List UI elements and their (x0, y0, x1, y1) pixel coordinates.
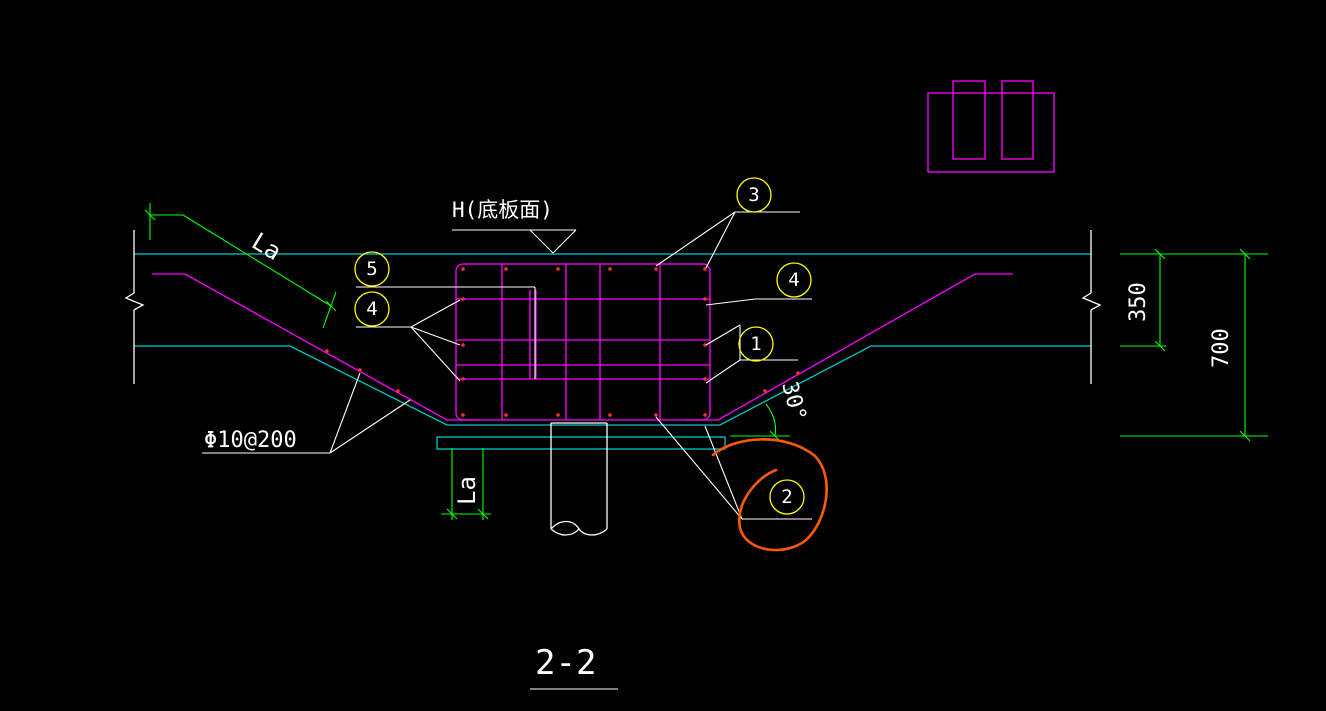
highlight-circle-mark (711, 438, 828, 552)
tag-number-4-left: 4 (366, 298, 377, 320)
pile (550, 422, 608, 536)
rebar-dots (325, 267, 800, 417)
break-lines (124, 230, 1102, 384)
tag-circle-4-left (354, 291, 390, 327)
tag-circles (354, 177, 812, 515)
section-title: 2-2 (535, 643, 596, 683)
anchorage-label-top: La (247, 227, 286, 266)
tag-number-2: 2 (781, 486, 792, 508)
slope-angle-label: 30° (776, 379, 810, 424)
rebar-detail-sketch (927, 80, 1055, 173)
tag-number-4-right: 4 (788, 269, 799, 291)
tag-circle-1 (738, 326, 774, 362)
rebar-spec-label: Φ10@200 (204, 428, 297, 453)
dimension-700-label: 700 (1209, 328, 1234, 368)
dimension-lines (144, 203, 1268, 520)
tag-circle-2 (769, 479, 805, 515)
tag-circle-4-right (776, 262, 812, 298)
anchorage-label-bottom: La (453, 476, 481, 505)
tag-circle-3 (736, 177, 772, 213)
concrete-outline (134, 253, 1091, 450)
tag-number-5: 5 (366, 258, 377, 280)
tag-circle-5 (354, 251, 390, 287)
elevation-label: H(底板面) (452, 198, 553, 222)
tag-number-3: 3 (748, 184, 759, 206)
dimension-350-label: 350 (1126, 282, 1151, 322)
tag-number-1: 1 (750, 333, 761, 355)
rebar (152, 263, 1013, 421)
